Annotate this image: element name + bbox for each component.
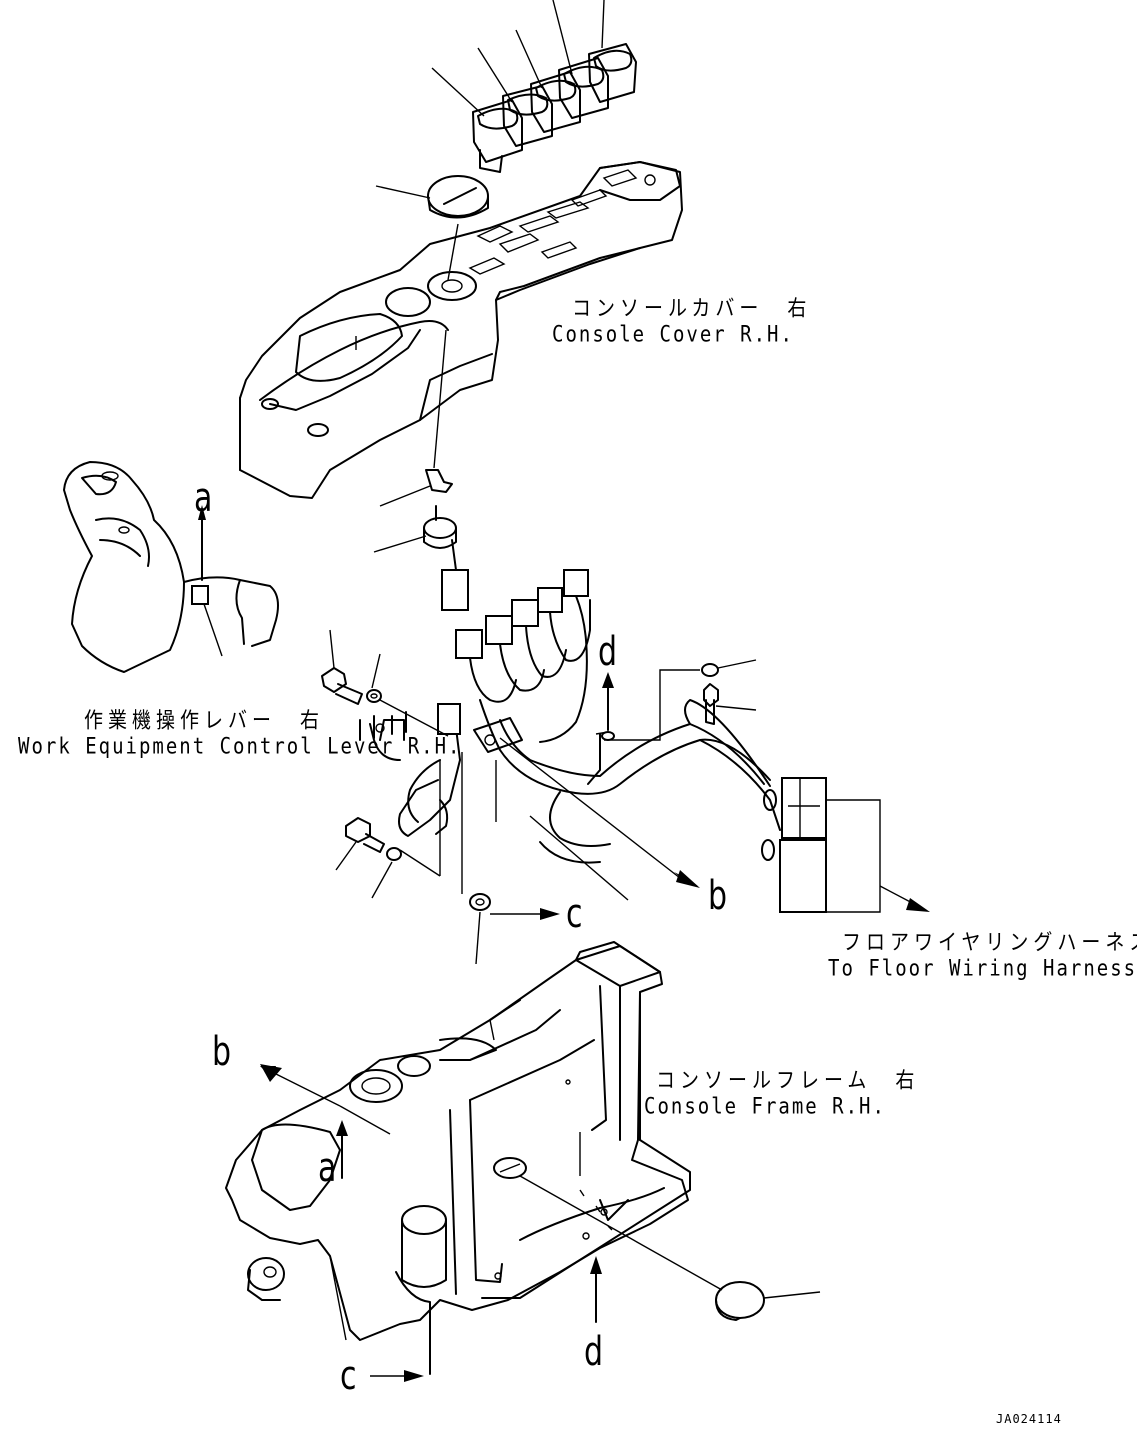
callout-b-upper: b: [708, 873, 728, 919]
console-cover: [239, 161, 683, 499]
lever-label-en: Work Equipment Control Lever R.H.: [18, 734, 462, 760]
callout-c-upper: c: [566, 891, 583, 937]
rocker-switch-1: [472, 99, 523, 173]
floor-harness-label-jp: フロアワイヤリングハーネスへ: [842, 930, 1137, 956]
callout-c-lower: c: [340, 1353, 357, 1399]
control-lever: [63, 461, 279, 673]
console-frame-label-jp: コンソールフレーム 右: [656, 1068, 920, 1094]
console-frame-label-en: Console Frame R.H.: [644, 1094, 886, 1120]
callout-a-lower: a: [318, 1145, 337, 1191]
callout-a-upper: a: [194, 475, 213, 521]
callout-b-lower: b: [212, 1029, 232, 1075]
callout-arrows: [260, 672, 930, 1382]
console-frame: [225, 941, 691, 1375]
lever-label-jp: 作業機操作レバー 右: [84, 708, 325, 734]
clip-part: [379, 329, 453, 507]
console-cover-label-en: Console Cover R.H.: [552, 322, 794, 348]
rocker-switch-2: [502, 85, 553, 147]
callout-d-upper: d: [598, 629, 618, 675]
console-cover-label-jp: コンソールカバー 右: [572, 296, 812, 322]
rotary-knob: [375, 175, 489, 281]
rocker-switch-4: [558, 57, 609, 119]
rocker-switch-5: [588, 43, 637, 103]
callout-d-lower: d: [584, 1329, 604, 1375]
rocker-switch-group: [431, 0, 637, 173]
fastener-group: [321, 629, 757, 965]
wiring-harness: [359, 569, 781, 901]
floor-harness-label-en: To Floor Wiring Harness: [828, 956, 1137, 982]
floor-connector: [761, 777, 881, 913]
cap-part: [519, 1175, 821, 1321]
potentiometer: [373, 505, 469, 611]
drawing-code: JA024114: [996, 1412, 1062, 1426]
